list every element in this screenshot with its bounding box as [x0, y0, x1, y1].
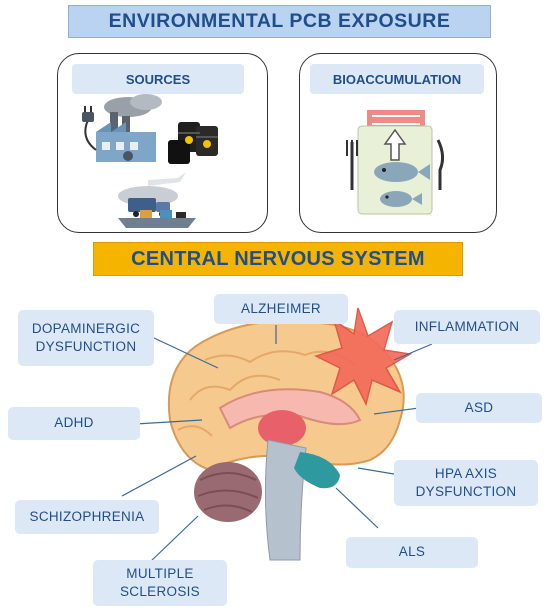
connector-lines [117, 325, 435, 563]
knife-icon [436, 139, 445, 190]
title-banner: ENVIRONMENTAL PCB EXPOSURE [68, 5, 491, 38]
toxic-barrels-icon [168, 122, 218, 164]
cns-title: CENTRAL NERVOUS SYSTEM [131, 247, 425, 270]
food-chain-icon [357, 110, 433, 215]
page-title: ENVIRONMENTAL PCB EXPOSURE [108, 10, 451, 32]
inflammation-burst [313, 307, 413, 407]
label-hpa-axis-dysfunction: HPA AXIS DYSFUNCTION [394, 460, 538, 506]
label-adhd: ADHD [8, 407, 140, 440]
transport-icon [118, 172, 196, 228]
label-alzheimer: ALZHEIMER [214, 294, 348, 324]
label-inflammation: INFLAMMATION [394, 310, 540, 344]
bioaccumulation-label: BIOACCUMULATION [310, 64, 484, 94]
fork-icon [346, 140, 358, 190]
label-als: ALS [346, 537, 478, 568]
plug-icon [82, 106, 97, 151]
label-multiple-sclerosis: MULTIPLE SCLEROSIS [93, 560, 227, 606]
sources-label: SOURCES [72, 64, 244, 94]
label-asd: ASD [416, 393, 542, 423]
factory-icon [96, 94, 162, 162]
label-schizophrenia: SCHIZOPHRENIA [15, 500, 159, 534]
cns-banner: CENTRAL NERVOUS SYSTEM [93, 242, 463, 276]
label-dopaminergic-dysfunction: DOPAMINERGIC DYSFUNCTION [18, 310, 154, 366]
